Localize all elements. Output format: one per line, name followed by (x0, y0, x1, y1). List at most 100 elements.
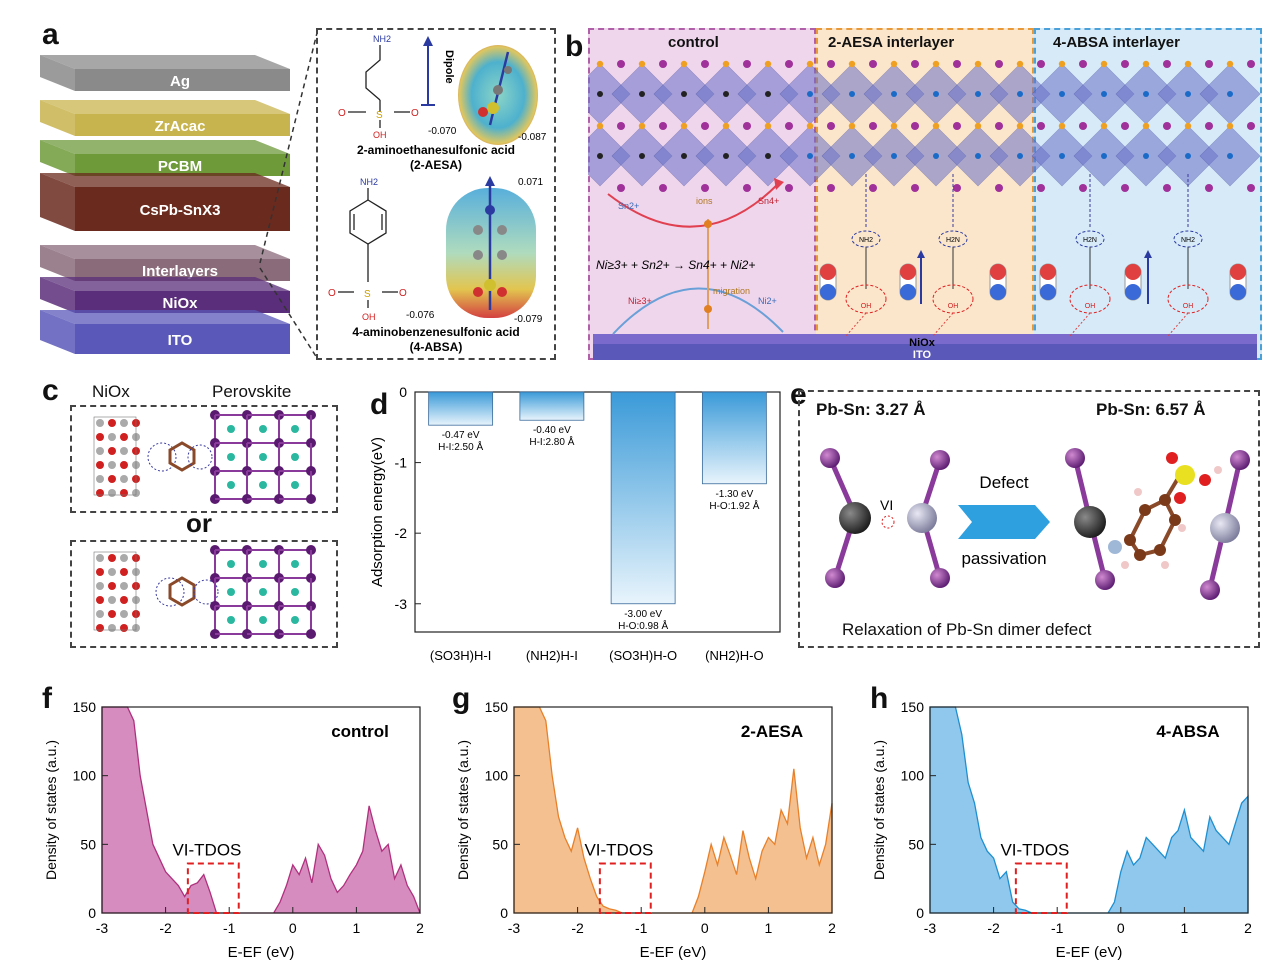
layer-label-3: CsPb-SnX3 (140, 202, 221, 219)
perovskite-lattice: NiOx ITO Sn2+ Sn4+ ions migration Ni≥3+ … (588, 60, 1261, 360)
dos-xtick-label: -1 (223, 920, 236, 936)
aesa-o-left: O (338, 108, 346, 119)
dos-xlabel: E-EF (eV) (1056, 944, 1123, 961)
substrate-nio: NiOx (909, 337, 936, 349)
dos-ytick-label: 100 (901, 768, 925, 784)
panel-e-caption: Relaxation of Pb-Sn dimer defect (842, 620, 1092, 639)
panel-c-structures (93, 410, 316, 639)
label-ni2: Ni2+ (758, 296, 777, 306)
d-value-label-3: -1.30 eV (715, 489, 753, 500)
dos-xlabel: E-EF (eV) (228, 944, 295, 961)
dos-title: 2-AESA (741, 722, 803, 741)
d-bond-label-2: H-O:0.98 Å (618, 619, 668, 632)
tdos-label: VI-TDOS (172, 840, 241, 859)
substrate-ito: ITO (913, 349, 932, 360)
d-bar-3 (701, 391, 767, 485)
dos-ytick-label: 0 (916, 905, 924, 921)
absa-name: 4-aminobenzenesulfonic acid (352, 325, 519, 339)
dos-ytick-label: 100 (485, 768, 509, 784)
d-bar-2 (610, 391, 676, 605)
dos-ytick-label: 150 (485, 699, 509, 715)
dos-ytick-label: 150 (901, 699, 925, 715)
absa-oh: OH (362, 312, 376, 322)
absa-esp-top: 0.071 (518, 177, 543, 188)
dos-xtick-label: -2 (159, 920, 172, 936)
dos-xtick-label: -3 (96, 920, 109, 936)
defect-passivation-arrow (958, 505, 1050, 539)
panel-label-f: f (42, 682, 52, 715)
tdos-box (598, 862, 652, 914)
d-ytick-label: 0 (399, 384, 407, 400)
d-bar-0 (428, 391, 494, 426)
b-amine-0: NH2 (859, 237, 873, 244)
label-migration: migration (713, 286, 750, 296)
panel-label-d: d (370, 388, 389, 421)
panel-label-h: h (870, 682, 889, 715)
d-bond-label-0: H-I:2.50 Å (438, 440, 483, 453)
d-value-label-2: -3.00 eV (624, 609, 662, 620)
dos-ytick-label: 50 (80, 836, 96, 852)
dos-xtick-label: 0 (1117, 920, 1125, 936)
tdos-label: VI-TDOS (584, 840, 653, 859)
b-oh-3: OH (1183, 303, 1194, 310)
label-sn2: Sn2+ (618, 201, 639, 211)
absa-s: S (364, 289, 371, 300)
dos-frame (929, 706, 1249, 914)
dos-xtick-label: 1 (353, 920, 361, 936)
vacancy-marker (881, 515, 895, 529)
dos-xtick-label: -3 (508, 920, 521, 936)
b-oh-1: OH (948, 303, 959, 310)
aesa-nh2: NH2 (373, 34, 391, 44)
panel-b: control 2-AESA interlayer 4-ABSA interla… (588, 28, 1262, 360)
panel-label-c: c (42, 374, 59, 407)
d-category-1: (NH2)H-I (526, 648, 578, 663)
zoom-lines (259, 32, 318, 359)
dos-xtick-label: 1 (765, 920, 773, 936)
passivation-label: passivation (961, 549, 1046, 568)
title-absa: 4-ABSA interlayer (1053, 34, 1180, 51)
panel-c-box-bottom (70, 540, 338, 648)
aesa-oh: OH (373, 130, 387, 140)
layer-label-2: PCBM (158, 158, 202, 175)
panel-e-box (798, 390, 1260, 648)
dos-title: control (331, 722, 389, 741)
pbsn-right: Pb-Sn: 6.57 Å (1096, 400, 1206, 419)
d-bond-label-1: H-I:2.80 Å (529, 435, 574, 448)
defect-label: Defect (979, 473, 1028, 492)
label-sn4: Sn4+ (758, 196, 779, 206)
molecule-structures: NH2 S O O OH Dipole -0.070 -0.087 2-amin… (328, 34, 547, 354)
absa-abbr: (4-ABSA) (410, 340, 463, 354)
b-amine-2: H2N (1083, 237, 1097, 244)
panel-label-b: b (565, 30, 584, 63)
title-aesa: 2-AESA interlayer (828, 34, 955, 51)
panel-label-a: a (42, 18, 59, 51)
panel-e-structures: VI Defect passivation (820, 448, 1250, 600)
dos-ytick-label: 0 (88, 905, 96, 921)
dos-xtick-label: 2 (416, 920, 424, 936)
title-control: control (668, 34, 719, 51)
dos-ytick-label: 50 (492, 836, 508, 852)
panel-c-label-perov: Perovskite (212, 382, 292, 401)
dos-frame (101, 706, 421, 914)
d-plot-frame (414, 391, 781, 633)
dos-xtick-label: -3 (924, 920, 937, 936)
d-ytick-label: -3 (395, 596, 408, 612)
label-ni3: Ni≥3+ (628, 296, 652, 306)
dos-ytick-label: 50 (908, 836, 924, 852)
d-ytick-label: -1 (395, 455, 408, 471)
absa-o-right: O (399, 288, 407, 299)
b-amine-3: NH2 (1181, 237, 1195, 244)
panel-label-g: g (452, 682, 471, 715)
dos-xtick-label: -2 (987, 920, 1000, 936)
dos-xtick-label: 2 (1244, 920, 1252, 936)
dos-ytick-label: 100 (73, 768, 97, 784)
absa-esp-right: -0.079 (514, 314, 543, 325)
dos-xtick-label: -1 (635, 920, 648, 936)
d-category-0: (SO3H)H-I (430, 648, 491, 663)
d-ylabel: Adsorption energy(eV) (369, 437, 386, 587)
panel-c-box-top (70, 405, 338, 513)
layer-label-0: Ag (170, 73, 190, 90)
